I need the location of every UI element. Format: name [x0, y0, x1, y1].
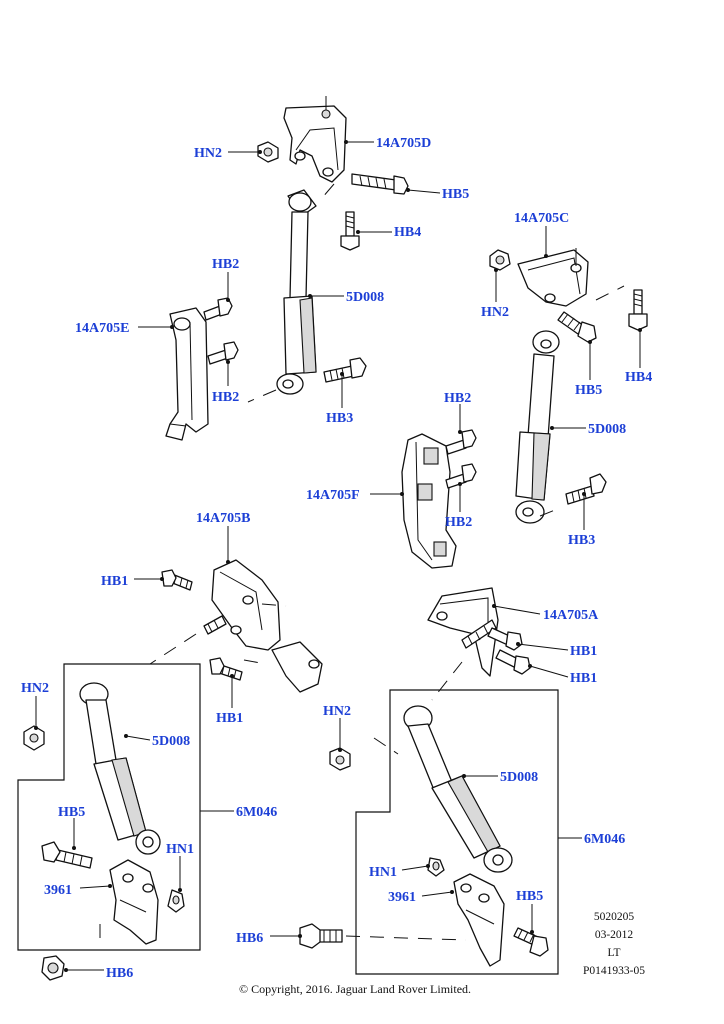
label-6m046: 6M046 [236, 805, 277, 820]
shock-absorber-5d008-lower-right [403, 705, 513, 873]
label-14a705f: 14A705F [306, 488, 360, 503]
label-3961: 3961 [388, 890, 416, 905]
bolt-hb6-lower-right [299, 923, 343, 949]
nut-hn1-lower-right [427, 857, 445, 877]
label-hb2: HB2 [444, 391, 471, 406]
reference-number: 5020205 [594, 911, 635, 923]
bolt-hb1-lower-right-upper [487, 627, 523, 651]
illustration-number: P0141933-05 [583, 965, 645, 977]
kit-box-6m046-right [355, 689, 559, 975]
label-hb5: HB5 [516, 889, 543, 904]
label-hn1: HN1 [166, 842, 194, 857]
bolt-hb6-lower-left [41, 955, 65, 981]
label-hb6: HB6 [236, 931, 263, 946]
label-hb1: HB1 [216, 711, 243, 726]
bracket-14a705b [203, 559, 323, 693]
label-5d008: 5D008 [500, 770, 538, 785]
bracket-14a705f [401, 433, 457, 569]
bolt-hb4-upper-left [340, 211, 360, 251]
label-hb2: HB2 [212, 390, 239, 405]
reference-code: LT [608, 947, 621, 959]
upper-left-assembly [165, 96, 409, 441]
label-hb6: HB6 [106, 966, 133, 981]
callout-labels: HN2 14A705D HB5 HB4 HB2 5D008 14A705E HB… [21, 136, 652, 981]
bolt-hb2-upper-left-b [207, 341, 239, 365]
bracket-14a705c [517, 248, 589, 307]
label-hn2: HN2 [481, 305, 509, 320]
bracket-3961-lower-left [109, 859, 159, 945]
label-hn1: HN1 [369, 865, 397, 880]
label-hb2: HB2 [445, 515, 472, 530]
label-hn2: HN2 [194, 146, 222, 161]
label-5d008: 5D008 [588, 422, 626, 437]
shock-absorber-5d008-upper-right [515, 330, 560, 524]
label-14a705b: 14A705B [196, 511, 250, 526]
copyright-notice: © Copyright, 2016. Jaguar Land Rover Lim… [239, 982, 471, 996]
bracket-14a705d [283, 96, 347, 183]
lower-right-assembly [299, 587, 559, 975]
bolt-hb1-lower-left-upper [161, 569, 193, 591]
bracket-14a705e [165, 307, 209, 441]
label-hn2: HN2 [323, 704, 351, 719]
bolt-hb4-upper-right [628, 289, 648, 331]
label-5d008: 5D008 [152, 734, 190, 749]
label-hb3: HB3 [326, 411, 353, 426]
bolt-hb1-lower-right-lower [495, 649, 531, 675]
bolt-hb3-upper-left [323, 357, 367, 383]
bracket-14a705a [427, 587, 499, 677]
bolt-hb2-upper-right-a [445, 429, 477, 455]
label-hb5: HB5 [575, 383, 602, 398]
label-6m046: 6M046 [584, 832, 625, 847]
kit-box-6m046-left [17, 663, 201, 951]
label-5d008: 5D008 [346, 290, 384, 305]
label-hn2: HN2 [21, 681, 49, 696]
label-14a705e: 14A705E [75, 321, 129, 336]
bolt-hb2-upper-right-b [445, 463, 477, 489]
bolt-hb3-upper-right [565, 473, 607, 505]
shock-absorber-5d008-upper-left [276, 189, 317, 395]
upper-right-assembly [401, 248, 648, 569]
leader-lines [34, 140, 642, 972]
label-hb3: HB3 [568, 533, 595, 548]
label-hb5: HB5 [442, 187, 469, 202]
bracket-3961-lower-right [453, 873, 505, 967]
bolt-hb5-lower-left [41, 841, 93, 869]
bolt-hb5-lower-right [513, 927, 549, 957]
nut-hn2-upper-left [257, 141, 279, 163]
bolt-hb1-lower-left-lower [209, 657, 243, 681]
bolt-hb5-upper-right [557, 311, 597, 343]
label-hb2: HB2 [212, 257, 239, 272]
label-hb1: HB1 [570, 644, 597, 659]
label-hb5: HB5 [58, 805, 85, 820]
label-hb1: HB1 [101, 574, 128, 589]
reference-date: 03-2012 [595, 929, 634, 941]
lower-left-assembly [17, 559, 323, 981]
label-14a705c: 14A705C [514, 211, 569, 226]
nut-hn2-upper-right [489, 249, 511, 271]
label-hb4: HB4 [394, 225, 421, 240]
bolt-hb2-upper-left-a [203, 297, 233, 321]
bolt-hb5-upper-left [351, 173, 409, 195]
nut-hn2-lower-left [23, 725, 45, 751]
label-14a705a: 14A705A [543, 608, 599, 623]
nut-hn1-lower-left [167, 889, 185, 913]
label-hb4: HB4 [625, 370, 652, 385]
shock-absorber-5d008-lower-left [79, 682, 161, 855]
reference-block: 5020205 03-2012 LT P0141933-05 [583, 911, 645, 977]
label-3961: 3961 [44, 883, 72, 898]
label-hb1: HB1 [570, 671, 597, 686]
label-14a705d: 14A705D [376, 136, 431, 151]
